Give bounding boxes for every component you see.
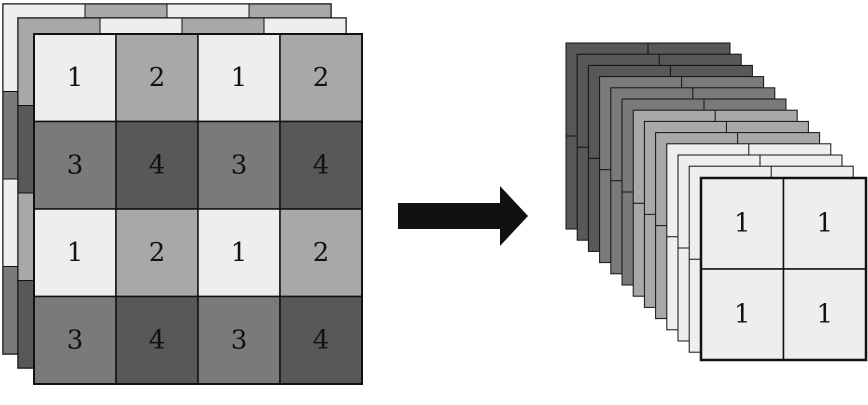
right-arrow-icon xyxy=(398,186,528,246)
input-grid-cell-label: 3 xyxy=(67,150,84,180)
output-front-grid: 1 1 1 1 xyxy=(699,176,868,362)
input-grid-cell-label: 1 xyxy=(231,63,248,93)
input-grid-cell xyxy=(279,120,363,210)
output-grid-cell-label: 1 xyxy=(816,300,833,330)
input-grid-cell xyxy=(33,120,117,210)
input-grid-cell-label: 1 xyxy=(67,238,84,268)
output-grid-cell-label: 1 xyxy=(734,300,751,330)
output-grid-cell-label: 1 xyxy=(816,209,833,239)
input-grid-cell-label: 2 xyxy=(313,63,330,93)
input-grid-cell-label: 4 xyxy=(149,325,166,355)
output-grid-cell-label: 1 xyxy=(734,209,751,239)
input-front-grid: 1 2 1 2 3 4 3 4 1 2 1 2 3 4 3 4 xyxy=(33,33,363,385)
input-grid-cell xyxy=(115,33,199,123)
input-grid-cell-label: 1 xyxy=(231,238,248,268)
input-grid-cell-label: 4 xyxy=(149,150,166,180)
input-grid-cell xyxy=(279,295,363,385)
input-grid-cell-label: 2 xyxy=(149,238,166,268)
input-grid-cell-label: 1 xyxy=(67,63,84,93)
input-grid-cell-label: 2 xyxy=(149,63,166,93)
arrow-shape xyxy=(398,186,528,246)
input-grid-cell xyxy=(197,208,281,298)
input-grid-cell-label: 3 xyxy=(231,150,248,180)
input-grid-cell xyxy=(115,120,199,210)
input-grid-cell xyxy=(279,208,363,298)
input-grid-cell xyxy=(33,208,117,298)
input-grid-cell-label: 2 xyxy=(313,238,330,268)
input-grid-cell-label: 3 xyxy=(231,325,248,355)
input-grid-cell xyxy=(115,295,199,385)
input-grid-border xyxy=(33,33,363,385)
input-grid-cell-label: 4 xyxy=(313,325,330,355)
input-grid-cell-label: 4 xyxy=(313,150,330,180)
input-grid-cell xyxy=(197,295,281,385)
output-grid-border xyxy=(699,176,868,362)
input-grid-cell-label: 3 xyxy=(67,325,84,355)
